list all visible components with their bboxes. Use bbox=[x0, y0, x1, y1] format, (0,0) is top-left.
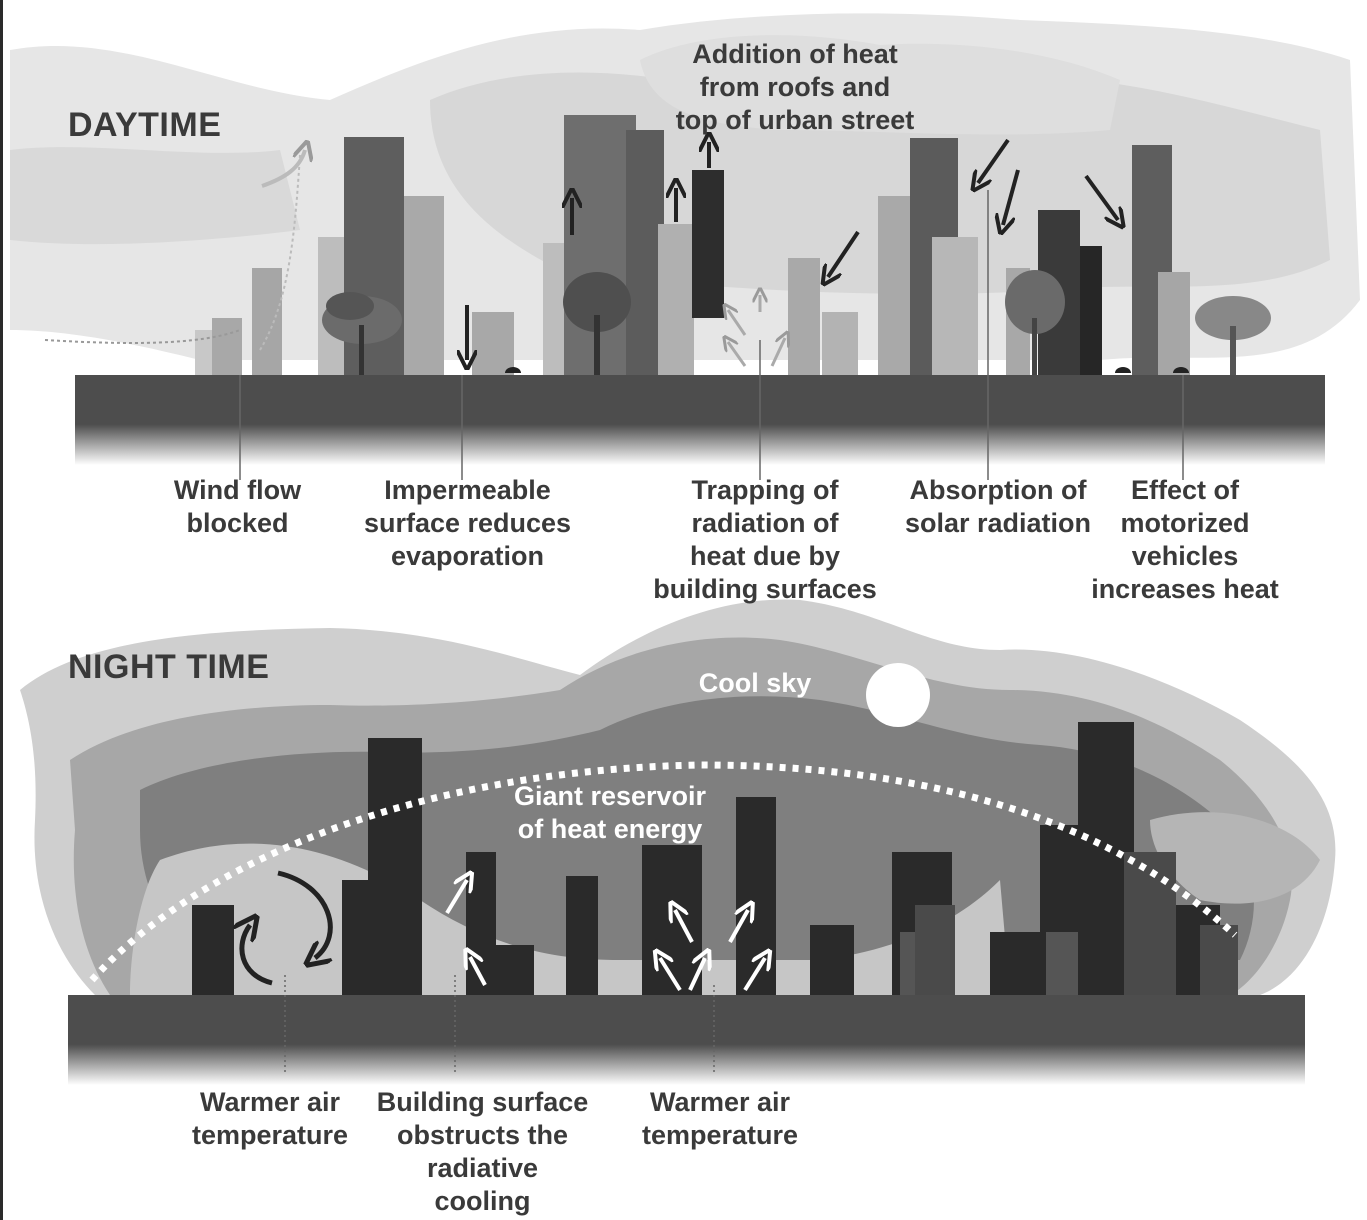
car-icon bbox=[1115, 367, 1131, 373]
tree-icon bbox=[1195, 296, 1271, 375]
night-arrows bbox=[445, 880, 765, 992]
wind-arrow-icon bbox=[261, 150, 305, 188]
day-haze-left bbox=[10, 147, 300, 245]
day-leader-lines bbox=[239, 190, 1184, 480]
day-building bbox=[788, 258, 820, 375]
night-building bbox=[192, 905, 234, 995]
day-building bbox=[212, 318, 242, 375]
day-building bbox=[658, 224, 694, 375]
arrow-white-icon bbox=[743, 958, 765, 992]
wind-flow-line bbox=[44, 329, 241, 344]
car-icon bbox=[1173, 367, 1189, 373]
arrow-gray-icon bbox=[770, 338, 785, 367]
day-building bbox=[626, 130, 664, 375]
night-ground bbox=[68, 995, 1305, 1085]
tree-icon bbox=[1005, 270, 1065, 375]
tree-icon bbox=[563, 272, 631, 375]
curved-arrow-icon bbox=[277, 870, 333, 958]
day-ground bbox=[75, 375, 1325, 465]
solar-absorption-label: Absorption of solar radiation bbox=[904, 475, 1092, 538]
wind-flow-label: Wind flow blocked bbox=[173, 475, 302, 538]
arrow-white-icon bbox=[445, 880, 467, 915]
arrow-white-icon bbox=[688, 958, 705, 991]
night-building bbox=[1200, 925, 1238, 995]
arrow-white-icon bbox=[728, 910, 748, 943]
day-building bbox=[472, 312, 514, 375]
trapping-radiation-label: Trapping of radiation of heat due by bui… bbox=[653, 475, 877, 604]
nighttime-title: NIGHT TIME bbox=[68, 648, 270, 686]
cool-sky-label: Cool sky bbox=[698, 668, 812, 698]
daytime-scene bbox=[10, 13, 1360, 480]
day-trees bbox=[322, 270, 1271, 375]
day-building bbox=[822, 312, 858, 375]
car-icon bbox=[505, 367, 521, 373]
warmer-air-label-2: Warmer air temperature bbox=[641, 1087, 799, 1150]
night-building bbox=[1124, 852, 1176, 995]
heat-reservoir-label: Giant reservoir of heat energy bbox=[513, 781, 707, 844]
day-haze-top bbox=[640, 35, 1120, 135]
vehicles-heat-label: Effect of motorized vehicles increases h… bbox=[1091, 475, 1279, 604]
vehicle-icons bbox=[505, 367, 1189, 373]
night-building bbox=[915, 905, 955, 995]
arrow-diagonal-icon bbox=[828, 230, 860, 277]
arrow-gray-icon bbox=[728, 342, 747, 367]
night-building bbox=[736, 797, 776, 995]
curved-arrow-icon bbox=[242, 925, 273, 986]
day-building bbox=[252, 268, 282, 375]
night-building bbox=[496, 945, 534, 995]
arrow-white-icon bbox=[470, 957, 487, 986]
arrow-diagonal-icon bbox=[1084, 174, 1118, 220]
day-building bbox=[878, 196, 910, 375]
day-building bbox=[1080, 246, 1102, 375]
day-arrows bbox=[467, 140, 1118, 366]
daytime-title: DAYTIME bbox=[68, 106, 222, 144]
night-building bbox=[810, 925, 854, 995]
left-edge-line bbox=[0, 0, 3, 1220]
arrow-white-icon bbox=[660, 958, 682, 992]
warmer-air-label-1: Warmer air temperature bbox=[191, 1087, 349, 1150]
night-building bbox=[368, 738, 422, 995]
building-obstructs-label: Building surface obstructs the radiative… bbox=[376, 1087, 589, 1216]
heat-addition-label: Addition of heat from roofs and top of u… bbox=[675, 39, 915, 135]
night-sky-right-band bbox=[1150, 812, 1320, 904]
night-leader-lines bbox=[284, 975, 715, 1075]
night-building bbox=[990, 932, 1046, 995]
night-building bbox=[642, 845, 702, 995]
arrow-diagonal-icon bbox=[1003, 169, 1020, 225]
night-building bbox=[566, 876, 598, 995]
night-scene bbox=[20, 599, 1336, 1085]
day-building bbox=[692, 170, 724, 318]
impermeable-surface-label: Impermeable surface reduces evaporation bbox=[363, 475, 572, 571]
day-building bbox=[404, 196, 444, 375]
day-building bbox=[932, 237, 978, 375]
day-building bbox=[1158, 272, 1190, 375]
arrow-gray-icon bbox=[728, 310, 747, 336]
arrow-white-icon bbox=[675, 910, 694, 943]
moon-icon bbox=[866, 663, 930, 727]
arrow-diagonal-icon bbox=[978, 138, 1010, 183]
tree-icon bbox=[322, 292, 402, 375]
